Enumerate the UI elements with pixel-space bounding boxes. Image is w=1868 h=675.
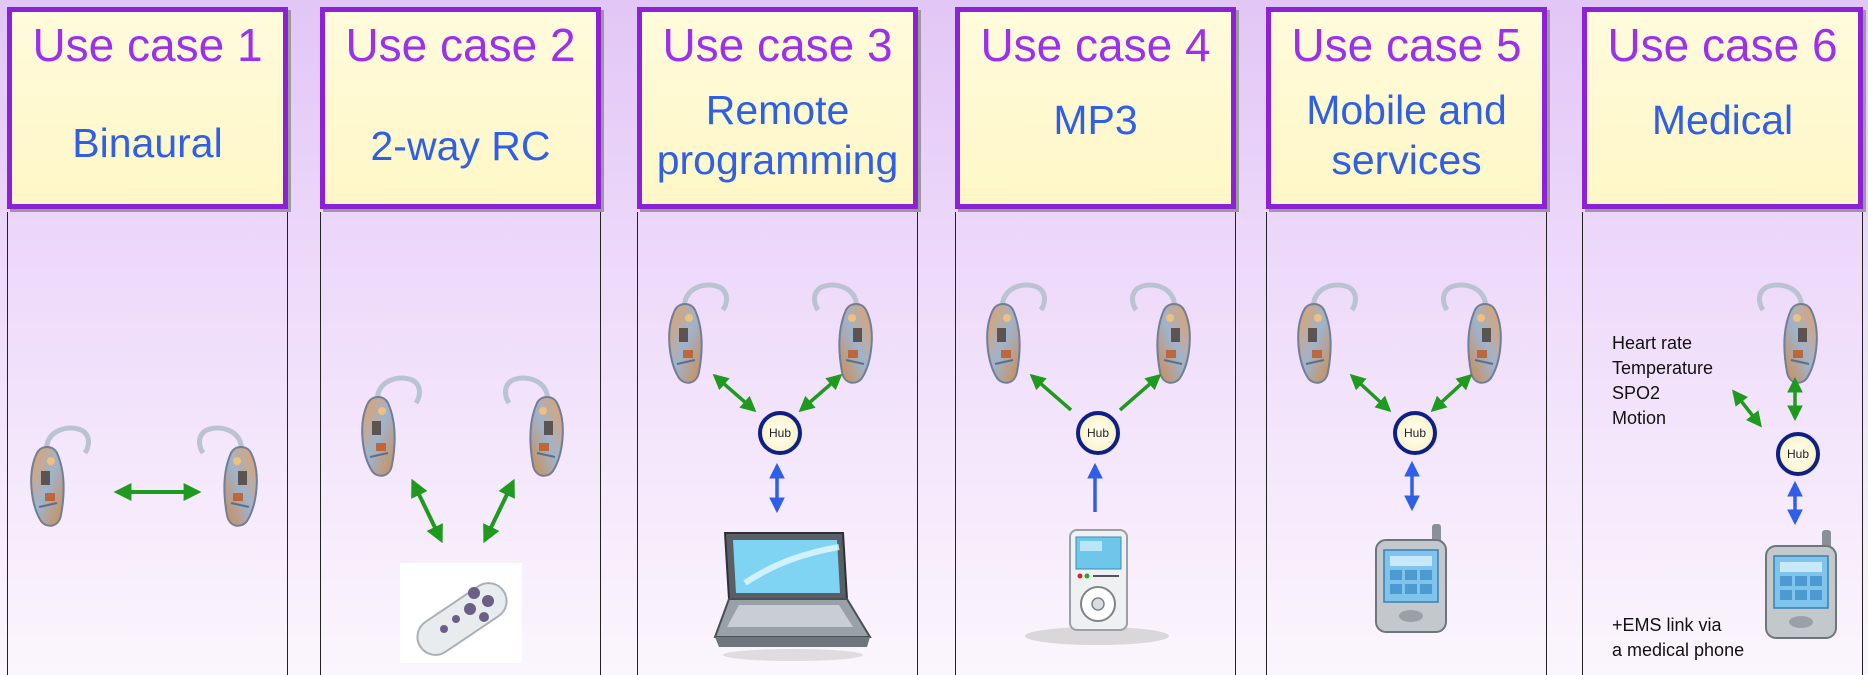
use-case-panel [7,212,288,675]
use-case-title: Use case 4 [980,19,1211,71]
hub-node: Hub [1393,411,1437,455]
ems-label: a medical phone [1612,640,1745,660]
bidirectional-arrow [1732,376,1803,526]
use-case-subtitle: programming [656,137,899,183]
bidirectional-arrow [113,483,202,501]
use-case-header: Use case 5 Mobile and services [1266,7,1547,209]
ems-label: +EMS link via [1612,615,1722,635]
bidirectional-arrow [411,478,515,544]
sensor-label: Heart rate [1612,333,1693,353]
use-case-header: Use case 3 Remote programming [637,7,918,209]
use-case-header: Use case 4 MP3 [955,7,1236,209]
remote-control-icon [400,563,522,663]
use-case-title: Use case 5 [1291,19,1522,71]
sensor-list: Heart rate Temperature SPO2 Motion [1612,331,1713,431]
sensor-label: Motion [1612,408,1667,428]
use-case-column-1: Use case 1 Binaural [7,0,288,675]
use-case-column-2: Use case 2 2-way RC [320,0,601,675]
ems-note: +EMS link via a medical phone [1612,613,1744,663]
use-case-column-3: Use case 3 Remote programming Hub [637,0,918,675]
mp3-player-icon [1025,529,1169,645]
use-case-header: Use case 2 2-way RC [320,7,601,209]
use-case-panel [637,212,918,675]
use-case-title: Use case 2 [345,19,576,71]
hub-node: Hub [758,411,802,455]
use-case-header: Use case 1 Binaural [7,7,288,209]
use-case-subtitle: Mobile and [1306,87,1507,133]
use-case-panel [1582,212,1863,675]
use-case-title: Use case 6 [1607,19,1838,71]
bidirectional-arrow [712,373,843,514]
use-case-column-4: Use case 4 MP3 Hub [955,0,1236,675]
use-case-subtitle: MP3 [1053,97,1138,143]
hub-node: Hub [1776,432,1820,476]
use-case-title: Use case 3 [662,19,893,71]
use-case-subtitle: Remote [705,87,850,133]
use-case-header: Use case 6 Medical [1582,7,1863,209]
use-case-title: Use case 1 [32,19,263,71]
one-way-arrow [1029,373,1162,512]
bidirectional-arrow [1349,373,1473,512]
use-case-subtitle: 2-way RC [370,123,551,169]
use-case-panel [1266,212,1547,675]
use-case-subtitle: services [1331,137,1482,183]
use-case-subtitle: Medical [1651,97,1794,143]
use-case-panel [320,212,601,675]
sensor-label: SPO2 [1612,383,1661,403]
hub-node: Hub [1076,411,1120,455]
sensor-label: Temperature [1612,358,1714,378]
pda-phone-icon [1765,530,1837,639]
use-case-column-5: Use case 5 Mobile and services Hub [1266,0,1547,675]
laptop-icon [713,532,872,661]
use-case-subtitle: Binaural [72,120,223,166]
use-case-column-6: Use case 6 Medical Heart rate Temperatur… [1582,0,1863,675]
use-case-panel [955,212,1236,675]
pda-phone-icon [1375,524,1447,633]
